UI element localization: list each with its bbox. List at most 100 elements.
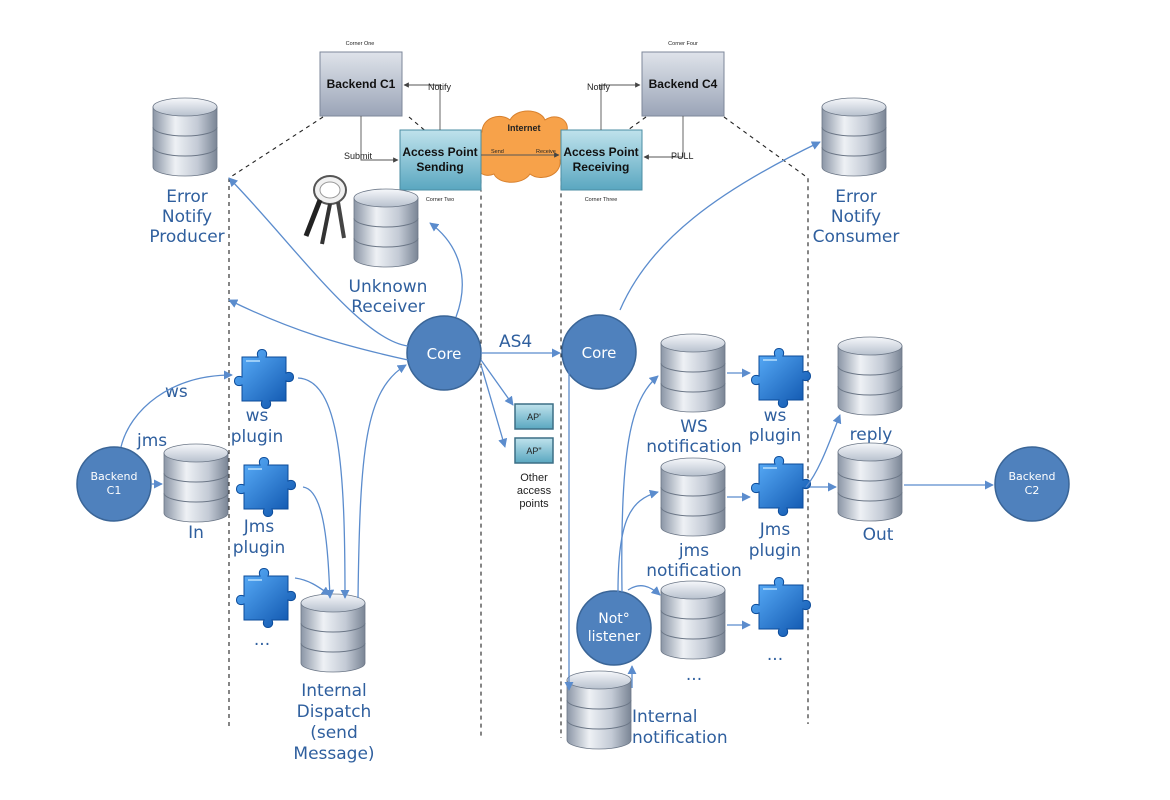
internal-dispatch: Internal Dispatch (send Message) <box>293 593 375 764</box>
puzzle-icon <box>750 455 812 517</box>
ws-plugin-right-label-2: plugin <box>749 426 802 446</box>
ap-sending-label-2: Sending <box>416 160 463 174</box>
jms-plugin-right-label-2: plugin <box>749 541 802 561</box>
puzzle-icon <box>235 456 297 518</box>
arrow-dispatch-to-core <box>357 364 407 599</box>
corner-two-label: Corner Two <box>426 197 454 203</box>
internal-dispatch-db <box>300 593 366 673</box>
jms-edge-label: jms <box>136 431 167 451</box>
unknown-receiver-label-2: Receiver <box>351 297 425 317</box>
out-label: Out <box>863 525 894 545</box>
arrow-core-to-unknown <box>429 222 463 318</box>
internal-notification-label-2: notification <box>632 728 728 748</box>
internal-dispatch-label-3: (send <box>310 723 358 743</box>
ws-plugin-left: ws plugin <box>231 348 295 447</box>
error-producer-label-1: Error <box>166 187 207 207</box>
left-inner-boundary <box>408 116 482 738</box>
flow-arrows <box>120 141 994 691</box>
arrow-core-to-ap-prime <box>480 359 514 406</box>
ellipsis-notification-label: ... <box>686 665 702 685</box>
corner-one-label: Corner One <box>346 41 375 47</box>
backend-c4-box <box>641 51 725 117</box>
reply-queue: reply <box>837 336 903 445</box>
other-plugin-left: ... <box>235 567 297 650</box>
arrow-listener-to-ws-notification <box>621 375 659 593</box>
internal-dispatch-label-2: Dispatch <box>297 702 372 722</box>
error-consumer-db <box>821 97 887 177</box>
internal-notification: Internal notification <box>566 670 728 750</box>
ap-prime-label: AP' <box>527 412 541 422</box>
backend-c2-label-2: C2 <box>1025 484 1040 497</box>
in-db <box>163 443 229 523</box>
ap-sending-box <box>399 129 482 191</box>
arrow-core-to-ap-double-prime <box>480 364 508 448</box>
core-left-label: Core <box>427 345 462 363</box>
jms-plugin-left: Jms plugin <box>233 456 297 558</box>
ellipsis-left-label: ... <box>254 630 270 650</box>
arrow-listener-to-jms-notification <box>617 489 659 593</box>
ap-sending-label-1: Access Point <box>402 145 477 159</box>
jms-notification: jms notification <box>646 457 742 581</box>
other-notification: ... <box>660 580 726 685</box>
error-producer-db <box>152 97 218 177</box>
corner-four-label: Corner Four <box>668 41 698 47</box>
jms-plugin-left-label-2: plugin <box>233 538 286 558</box>
error-producer-label-3: Producer <box>149 227 224 247</box>
internet-cloud: Internet <box>472 110 574 183</box>
other-plugin-right: ... <box>750 576 812 665</box>
not-listener-label-2: listener <box>588 629 641 645</box>
ws-edge-label: ws <box>165 382 188 402</box>
internal-dispatch-label-1: Internal <box>301 681 367 701</box>
puzzle-icon <box>750 576 812 638</box>
ws-plugin-left-label-1: ws <box>246 406 269 426</box>
error-consumer-label-1: Error <box>835 187 876 207</box>
arrow-core-to-error-consumer <box>619 141 821 311</box>
ws-notification: WS notification <box>646 333 742 457</box>
puzzle-icon <box>750 347 812 409</box>
backend-c2-label-1: Backend <box>1008 470 1055 483</box>
ap-receiving-label-2: Receiving <box>573 160 630 174</box>
submit-label: Submit <box>344 151 373 161</box>
submit-arrow <box>360 116 399 163</box>
ws-plugin-right: ws plugin <box>749 347 812 446</box>
arrow-core-to-error-producer <box>228 177 409 347</box>
arrow-plugin-to-dispatch <box>294 577 331 596</box>
backend-c4-box-label: Backend C4 <box>649 77 718 91</box>
core-right-label: Core <box>582 344 617 362</box>
backend-c1-label-2: C1 <box>107 484 122 497</box>
unknown-receiver: Unknown Receiver <box>303 175 427 317</box>
other-access-points: AP' AP" Other access points <box>514 403 554 510</box>
other-notification-db <box>660 580 726 660</box>
send-label: Send <box>491 149 504 155</box>
jms-notification-label-2: notification <box>646 561 742 581</box>
core-right: Core <box>561 314 637 390</box>
error-consumer-label-3: Consumer <box>813 227 900 247</box>
reply-label: reply <box>850 425 893 445</box>
out-queue: Out <box>837 442 903 545</box>
ap-double-prime-label: AP" <box>526 446 541 456</box>
notify-arrow-right <box>600 82 641 130</box>
jms-plugin-right: Jms plugin <box>749 455 812 561</box>
arrow-jms-plugin-to-dispatch <box>302 486 335 599</box>
other-ap-label-3: points <box>519 498 549 510</box>
ws-notification-label-1: WS <box>680 417 708 437</box>
out-db <box>837 442 903 522</box>
internal-dispatch-label-4: Message) <box>293 744 374 764</box>
jms-plugin-right-label-1: Jms <box>759 520 791 540</box>
other-ap-label-1: Other <box>520 472 548 484</box>
receive-label: Receive <box>536 149 556 155</box>
internal-notification-db <box>566 670 632 750</box>
pull-label: PULL <box>671 151 694 161</box>
ws-plugin-left-label-2: plugin <box>231 427 284 447</box>
notify-arrow-left <box>403 82 441 130</box>
jms-notification-label-1: jms <box>678 541 709 561</box>
notify-left-label: Notify <box>428 82 452 92</box>
magnifier-icon <box>303 175 347 245</box>
backend-c1: Backend C1 <box>76 446 152 522</box>
ap-double-prime-box <box>514 437 554 464</box>
notify-right-label: Notify <box>587 82 611 92</box>
reply-db <box>837 336 903 416</box>
error-consumer-label-2: Notify <box>831 207 881 227</box>
arrow-listener-to-other-notification <box>627 585 661 596</box>
arrow-plugin-to-reply <box>805 414 842 488</box>
